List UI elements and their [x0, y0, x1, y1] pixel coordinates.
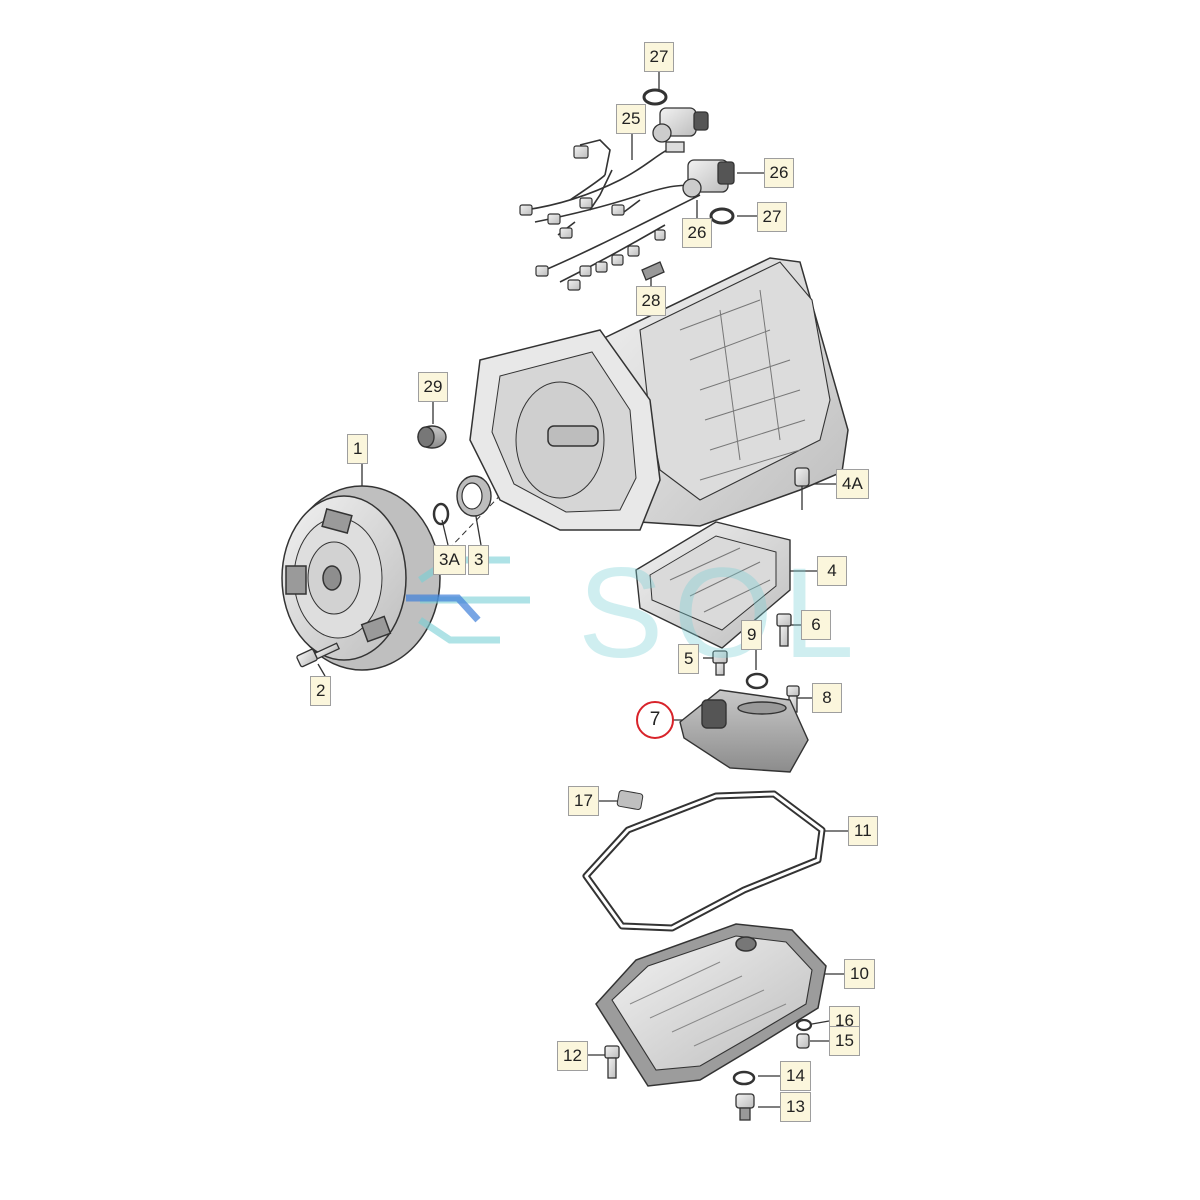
oil-filter: [679, 689, 809, 773]
callout-2[interactable]: 2: [310, 676, 332, 706]
callout-4[interactable]: 4: [817, 556, 847, 586]
callout-27-b[interactable]: 27: [757, 202, 787, 232]
pad-17: [616, 790, 644, 810]
callout-28[interactable]: 28: [636, 286, 666, 316]
callout-5[interactable]: 5: [678, 644, 700, 674]
bolts: [296, 467, 810, 1079]
torque-converter: [281, 485, 441, 671]
leader-lines: [317, 70, 848, 1108]
callout-17[interactable]: 17: [568, 786, 599, 816]
callout-8[interactable]: 8: [812, 683, 842, 713]
callout-6[interactable]: 6: [801, 610, 831, 640]
needle-bearing: [417, 425, 447, 449]
shaft-seal: [456, 475, 492, 517]
watermark-arrow-blue: [406, 594, 481, 623]
callout-3[interactable]: 3: [468, 545, 490, 575]
callout-14[interactable]: 14: [780, 1061, 811, 1091]
highlighted-callout-7[interactable]: 7: [636, 701, 674, 739]
callout-26-b[interactable]: 26: [682, 218, 712, 248]
transmission-housing: [469, 257, 849, 531]
callout-4A[interactable]: 4A: [836, 469, 869, 499]
callout-13[interactable]: 13: [780, 1092, 811, 1122]
callout-25[interactable]: 25: [616, 104, 646, 134]
harness-connectors: [519, 145, 666, 291]
drain-plug-parts: [732, 1018, 813, 1121]
callout-12[interactable]: 12: [557, 1041, 588, 1071]
oil-pan: [595, 923, 827, 1087]
callout-11[interactable]: 11: [848, 816, 878, 846]
callout-26[interactable]: 26: [764, 158, 794, 188]
callout-10[interactable]: 10: [844, 959, 875, 989]
o-ring-9: [745, 672, 769, 690]
o-rings-27: [642, 88, 735, 225]
pan-gasket: [582, 790, 826, 932]
callout-27[interactable]: 27: [644, 42, 674, 72]
o-ring-3a: [432, 502, 450, 526]
callout-29[interactable]: 29: [418, 372, 448, 402]
callout-15[interactable]: 15: [829, 1026, 860, 1056]
callout-1[interactable]: 1: [347, 434, 369, 464]
callout-3A[interactable]: 3A: [433, 545, 466, 575]
valve-body: [635, 521, 791, 649]
callout-9[interactable]: 9: [741, 620, 763, 650]
speed-sensors: [641, 107, 735, 281]
wiring-harness: [524, 139, 701, 283]
